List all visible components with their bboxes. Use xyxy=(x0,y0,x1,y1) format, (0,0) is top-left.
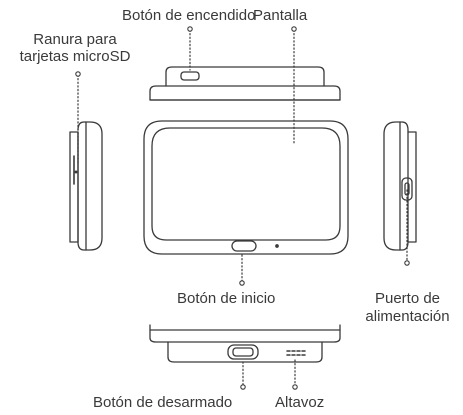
leader-endpoints xyxy=(75,26,410,390)
tamper-button-label: Botón de desarmado xyxy=(93,394,233,411)
screen-label: Pantalla xyxy=(253,7,308,24)
tamper-button-shape xyxy=(227,344,259,360)
right-side-view xyxy=(383,121,417,251)
top-view xyxy=(149,66,341,101)
home-button-shape xyxy=(231,240,257,252)
home-button-label: Botón de inicio xyxy=(177,290,276,307)
speaker-label: Altavoz xyxy=(275,394,325,411)
speaker-grille xyxy=(286,350,306,356)
leader-lines xyxy=(77,29,408,387)
microsd-slot-label-line2: tarjetas microSD xyxy=(19,48,131,65)
power-button-label: Botón de encendido xyxy=(122,7,256,24)
power-port-label-line1: Puerto de xyxy=(374,290,441,307)
power-port-shape xyxy=(401,177,413,201)
left-side-view xyxy=(69,121,103,251)
front-view xyxy=(143,120,349,255)
bottom-view xyxy=(149,324,341,363)
microsd-slot-label-line1: Ranura para xyxy=(33,31,117,48)
power-port-label-line2: alimentación xyxy=(365,308,450,325)
